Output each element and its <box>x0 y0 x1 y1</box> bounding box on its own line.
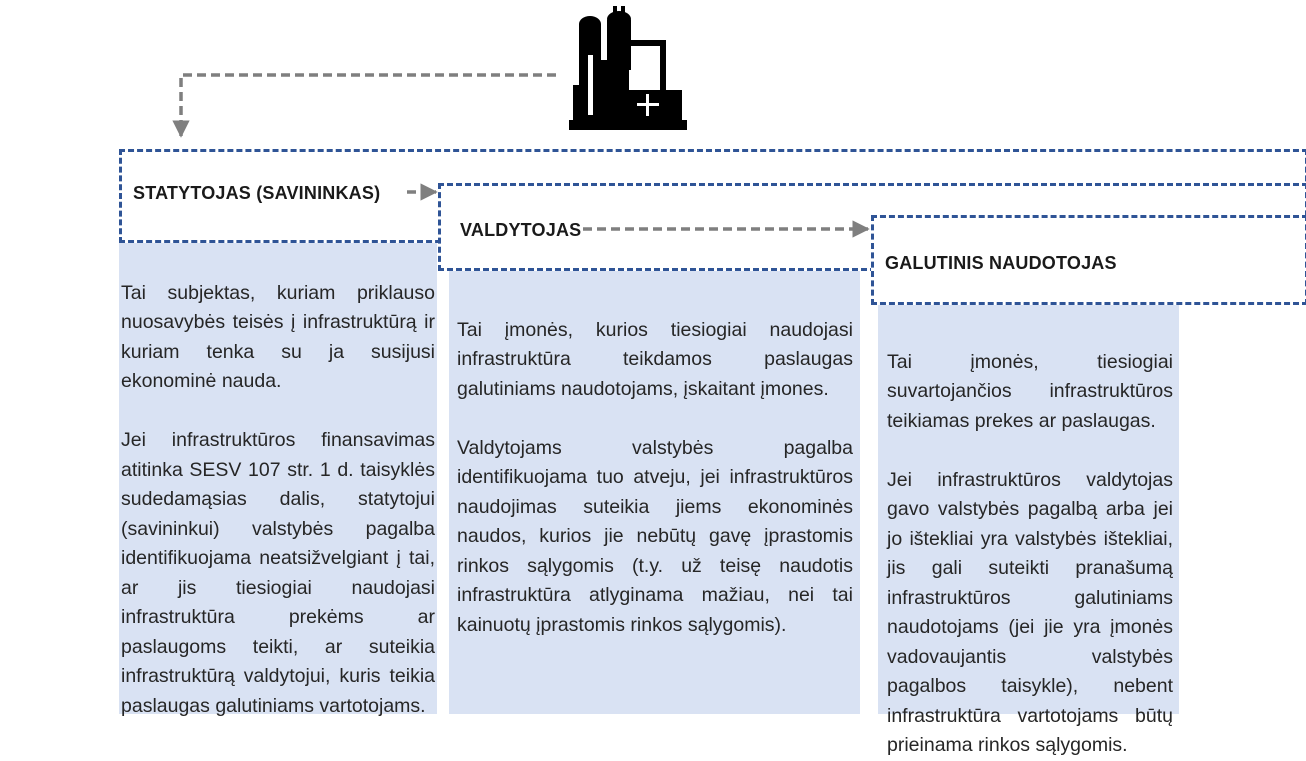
owner-heading: STATYTOJAS (SAVININKAS) <box>133 183 381 204</box>
owner-paragraph-2: Jei infrastruktūros finansavimas atitink… <box>121 429 435 717</box>
operator-paragraph-1: Tai įmonės, kurios tiesiogiai naudojasi … <box>457 318 853 400</box>
operator-description: Tai įmonės, kurios tiesiogiai naudojasi … <box>457 286 853 640</box>
operator-heading: VALDYTOJAS <box>460 220 582 241</box>
operator-paragraph-2: Valdytojams valstybės pagalba identifiku… <box>457 436 853 636</box>
enduser-paragraph-1: Tai įmonės, tiesiogiai suvartojančios in… <box>887 350 1173 432</box>
column-operator-bg <box>449 243 860 714</box>
connector-arrows <box>172 6 870 238</box>
enduser-description: Tai įmonės, tiesiogiai suvartojančios in… <box>887 318 1173 761</box>
enduser-paragraph-2: Jei infrastruktūros valdytojas gavo vals… <box>887 468 1173 757</box>
column-enduser-bg <box>878 243 1179 714</box>
owner-paragraph-1: Tai subjektas, kuriam priklauso nuosavyb… <box>121 281 435 393</box>
factory-icon <box>569 6 687 130</box>
arrow-factory-to-owner <box>172 73 556 138</box>
column-owner-bg <box>119 243 437 714</box>
owner-description: Tai subjektas, kuriam priklauso nuosavyb… <box>121 249 435 721</box>
enduser-heading: GALUTINIS NAUDOTOJAS <box>885 253 1117 274</box>
